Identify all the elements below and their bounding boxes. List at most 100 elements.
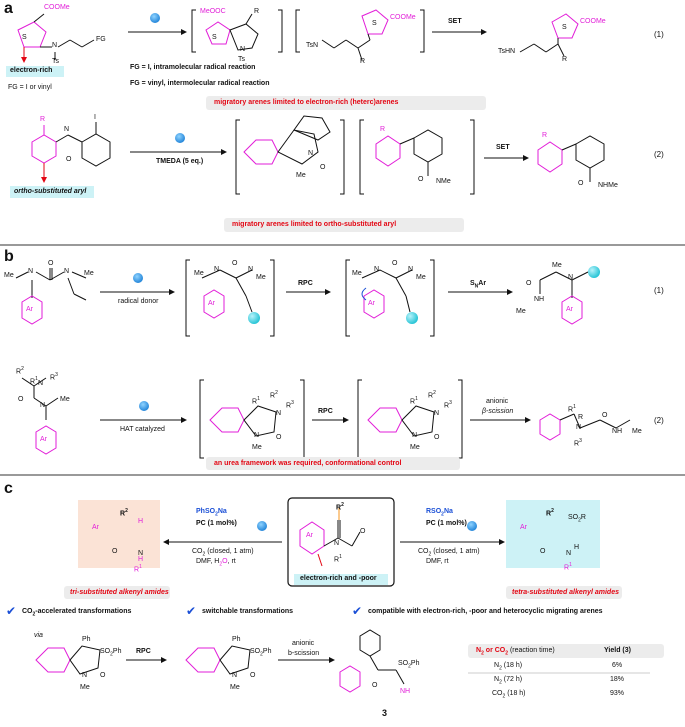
c-mech-so2ph3: SO2Ph — [398, 660, 420, 670]
b-eq1-prod-ar: Ar — [566, 306, 573, 313]
b-eq2-int1-o: O — [276, 434, 282, 441]
a-eq1-product — [519, 13, 579, 57]
b-eq1-start — [15, 268, 87, 325]
a-eq1-int1-r: R — [254, 8, 260, 15]
c-mech-ph1: Ph — [82, 636, 91, 643]
a-eq1-int2-tsn: TsN — [306, 42, 319, 49]
a-eq2-prod-o: O — [578, 180, 584, 187]
b-eq2-start-n1: N — [38, 380, 44, 387]
cyan-ball-icon — [588, 266, 600, 278]
c-mech-bscission: b-scission — [288, 650, 320, 657]
a-eq1-prod-cooome: COOMe — [580, 18, 606, 25]
a-eq1-prod-s: S — [562, 24, 567, 31]
a-eq2-product — [537, 135, 605, 182]
c-left-cond1: CO2 (closed, 1 atm) — [192, 548, 254, 558]
b-eq1-prod-me2: Me — [516, 308, 526, 315]
panel-letter-b: b — [4, 248, 14, 265]
c-right-prod-so2r: SO2R — [568, 514, 586, 524]
c-right-reagent: RSO2Na — [426, 508, 453, 518]
a-eq1-prod-r: R — [562, 56, 568, 63]
c-right-pc: PC (1 mol%) — [426, 520, 467, 527]
b-eq2-int1-n2: N — [254, 432, 260, 439]
a-eq1-int1-meooc: MeOOC — [200, 8, 226, 15]
a-eq1-int1-s: S — [212, 34, 217, 41]
c-mech-n1: N — [82, 672, 88, 679]
c-left-prod-nh: N — [138, 550, 144, 557]
a-eq1-set-label: SET — [448, 18, 462, 25]
c-left-pc: PC (1 mol%) — [196, 520, 237, 527]
a-eq2-int1 — [235, 115, 345, 195]
b-eq2-start-ar: Ar — [40, 436, 47, 443]
b-eq2-int2-r3: R3 — [444, 400, 452, 410]
c-center-label: electron-rich and -poor — [300, 575, 377, 582]
b-eq1-start-me2: Me — [84, 270, 94, 277]
b-eq2-int2-me: Me — [410, 444, 420, 451]
b-eq1-int2-me: Me — [352, 270, 362, 277]
a-eq2-prod-r: R — [542, 132, 548, 139]
a-eq1-prod-tshn: TsHN — [498, 48, 516, 55]
light-bulb-icon — [150, 13, 160, 23]
c-left-prod-h: H — [138, 518, 144, 525]
b-eq2-int1-r2: R2 — [270, 390, 278, 400]
b-eq1-int2 — [345, 259, 435, 337]
b-eq1-prod-nh: NH — [534, 296, 545, 303]
c-mech-o3: O — [372, 682, 378, 689]
b-eq2-prod-o: O — [602, 412, 608, 419]
panel-letter-a: a — [4, 0, 13, 17]
ortho-badge — [10, 186, 94, 198]
c-center-r1: R1 — [334, 554, 342, 564]
ortho-label: ortho-substituted aryl — [14, 188, 87, 195]
c-center-o: O — [360, 528, 366, 535]
b-eq2-int2-o: O — [434, 434, 440, 441]
c-mech-o2: O — [250, 672, 256, 679]
c-table-row-yield: 93% — [610, 690, 625, 697]
c-table-header-yield: Yield (3) — [604, 647, 631, 654]
a-eq2-int2-o: O — [418, 176, 424, 183]
b-eq1-snar: SNAr — [470, 280, 487, 290]
c-table-row-cond: N2 (72 h) — [494, 676, 523, 686]
c-mech-int1 — [35, 645, 101, 675]
b-eq1-rpc: RPC — [298, 280, 313, 287]
a-eq1-int2 — [295, 9, 425, 61]
electron-rich-badge — [6, 66, 64, 77]
c-table-row-cond: N2 (18 h) — [494, 662, 523, 672]
b-eq2-reagent: HAT catalyzed — [120, 426, 165, 433]
a-eq2-start — [31, 122, 111, 183]
light-bulb-icon — [139, 401, 149, 411]
light-bulb-icon — [257, 521, 267, 531]
c-table-header-cond: N2 or CO2 (reaction time) — [476, 647, 555, 657]
fg-label: FG = I or vinyl — [8, 84, 52, 91]
c-right-cond1: CO2 (closed, 1 atm) — [418, 548, 480, 558]
b-eq2-prod-nh: NH — [612, 428, 623, 435]
c-mech-int2 — [185, 645, 251, 675]
b-eq1-int1-n1: N — [214, 266, 220, 273]
a-eq1-start-cooome: COOMe — [44, 4, 70, 11]
c-mech-anionic: anionic — [292, 640, 315, 647]
c-right-label-box — [506, 586, 622, 599]
b-eq2-start — [21, 377, 59, 455]
b-eq2-start-r3: R3 — [50, 372, 58, 382]
b-eq2-start-o: O — [18, 396, 24, 403]
b-eq1-start-n1: N — [28, 268, 34, 275]
a-eq2-tmeda: TMEDA (5 eq.) — [156, 158, 204, 165]
a-eq1-start-n: N — [52, 42, 58, 49]
c-mech-me2: Me — [230, 684, 240, 691]
a-eq1-start-s: S — [22, 34, 27, 41]
a-eq2-start-r: R — [40, 116, 46, 123]
c-center-n: N — [334, 540, 340, 547]
b-eq2-int1-n1: N — [276, 410, 282, 417]
c-mech-rpc: RPC — [136, 648, 151, 655]
a-eq2-banner-box — [224, 218, 464, 232]
panel-letter-c: c — [4, 480, 13, 497]
c-feature3: compatible with electron-rich, -poor and… — [368, 608, 603, 615]
a-eq2-number: (2) — [654, 150, 664, 159]
b-eq2-int1-r1: R1 — [252, 396, 260, 406]
c-table-row-cond: CO2 (18 h) — [492, 690, 526, 700]
b-eq1-int2-ar: Ar — [368, 300, 375, 307]
b-eq1-int1-ar: Ar — [208, 300, 215, 307]
b-eq2-start-r1: R1 — [30, 376, 38, 386]
c-center-box — [287, 497, 395, 587]
b-eq1-prod-me: Me — [552, 262, 562, 269]
a-eq1-banner: migratory arenes limited to electron-ric… — [214, 99, 399, 106]
a-eq2-int1-o: O — [320, 164, 326, 171]
